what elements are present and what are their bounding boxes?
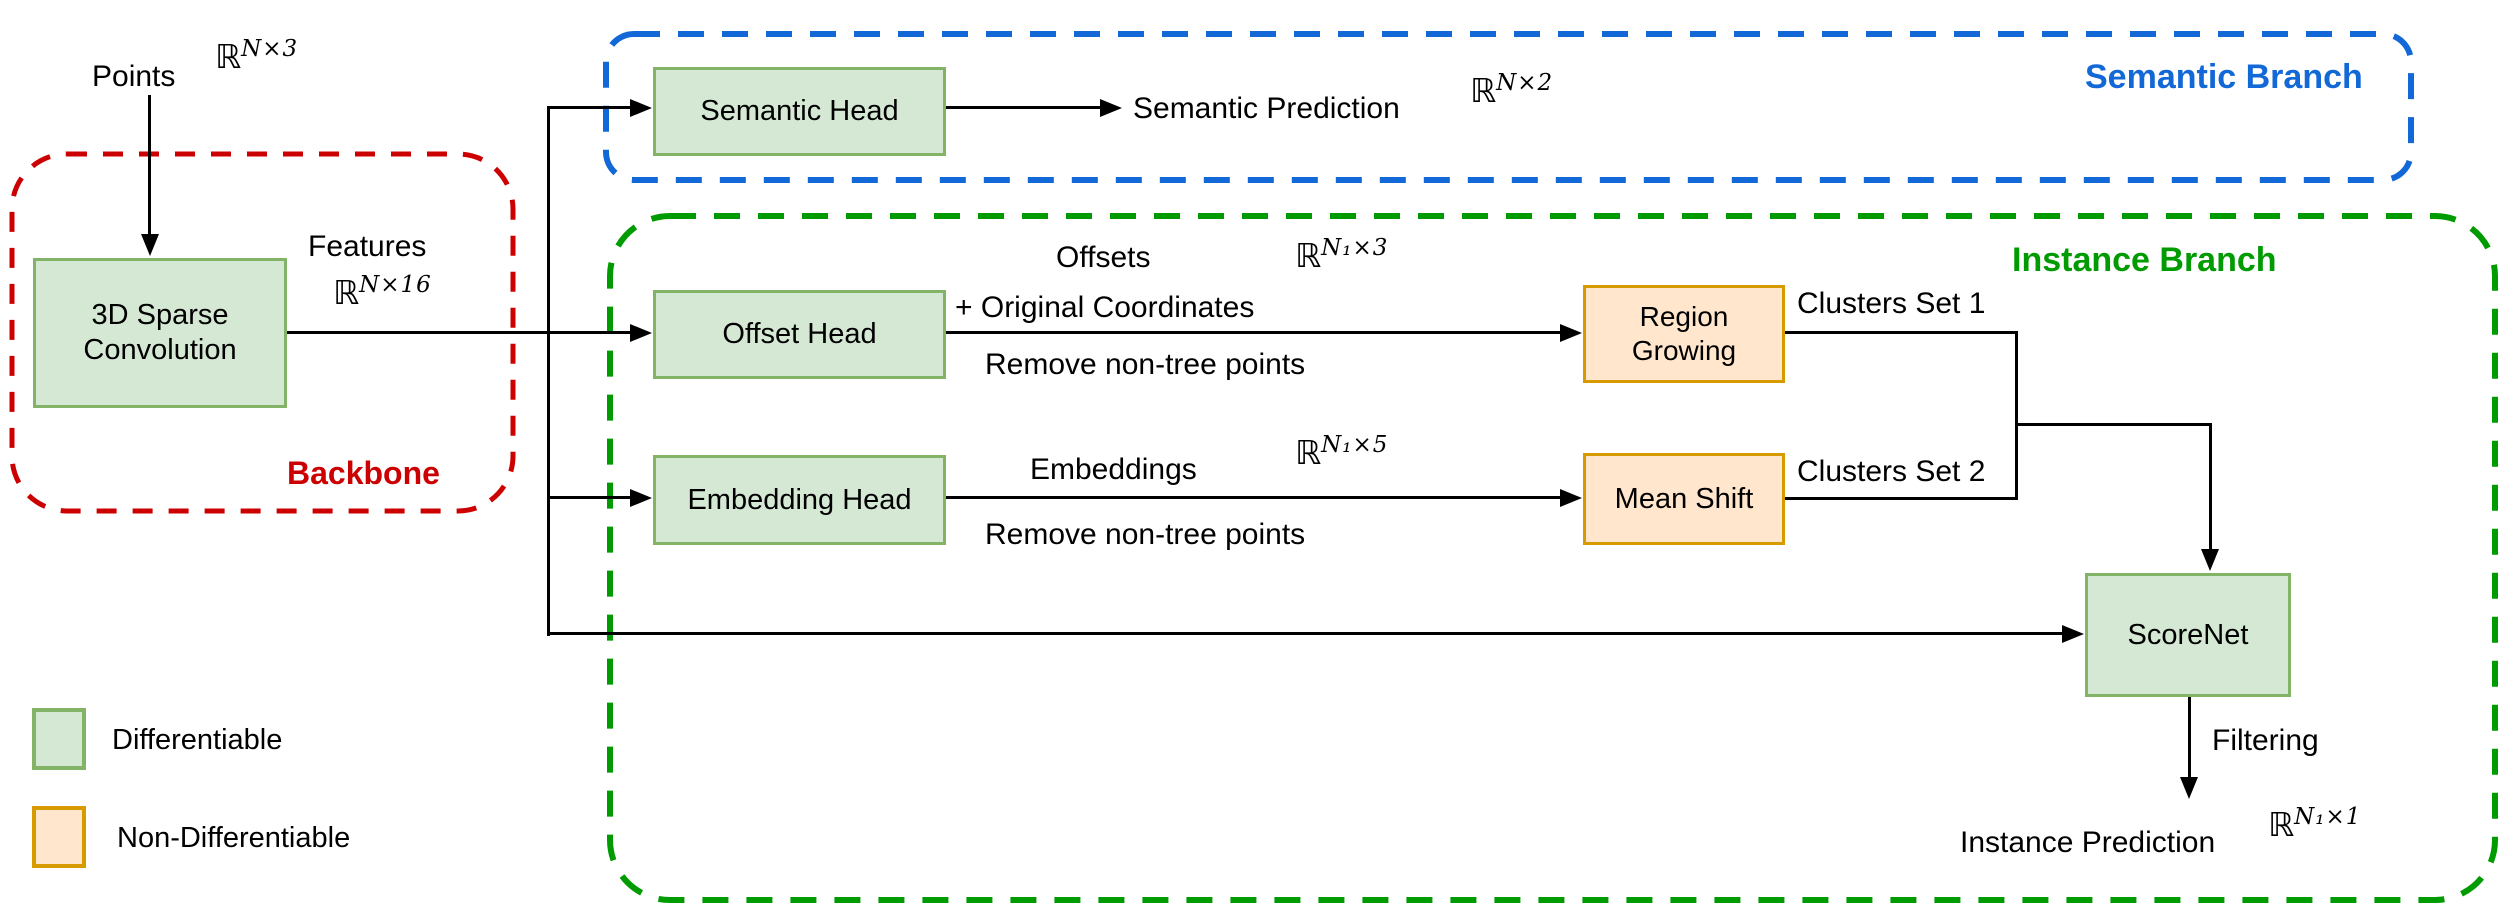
backbone-region-label: Backbone bbox=[287, 455, 440, 491]
features-to-offset-line bbox=[287, 331, 632, 334]
clusters-2-line bbox=[1783, 497, 2018, 500]
clusters-set-2-label: Clusters Set 2 bbox=[1797, 455, 1986, 488]
legend-non-differentiable-label: Non-Differentiable bbox=[117, 822, 351, 854]
node-3d-sparse-convolution: 3D Sparse Convolution bbox=[33, 258, 287, 408]
trunk-to-semantic-line bbox=[549, 106, 631, 109]
clusters-junction-line bbox=[2015, 331, 2018, 500]
offsets-dim: ℝN₁×3 bbox=[1295, 235, 1389, 275]
blackboard-r: ℝ bbox=[333, 273, 360, 312]
remove-non-tree-points-label-2: Remove non-tree points bbox=[985, 518, 1306, 551]
instance-branch-region-border bbox=[607, 213, 2498, 903]
scorenet-top-line bbox=[2209, 423, 2212, 551]
embeddings-label: Embeddings bbox=[1030, 453, 1197, 486]
instance-prediction-dim: ℝN₁×1 bbox=[2268, 804, 2362, 844]
node-scorenet: ScoreNet bbox=[2085, 573, 2291, 697]
node-3d-sparse-convolution-line1: 3D Sparse bbox=[91, 299, 229, 332]
blackboard-r: ℝ bbox=[1295, 236, 1322, 275]
points-arrowhead bbox=[141, 234, 159, 256]
node-3d-sparse-convolution-line2: Convolution bbox=[83, 334, 237, 366]
points-dim: ℝN×3 bbox=[215, 36, 299, 76]
legend-differentiable-swatch bbox=[32, 708, 86, 770]
filtering-arrowhead bbox=[2180, 777, 2198, 799]
junction-to-scorenet-line bbox=[2015, 423, 2211, 426]
embedding-to-mean-shift-line bbox=[946, 496, 1562, 499]
clusters-set-1-label: Clusters Set 1 bbox=[1797, 287, 1986, 320]
points-arrow-line bbox=[148, 95, 151, 236]
semantic-branch-region-label: Semantic Branch bbox=[2085, 58, 2363, 96]
clusters-1-line bbox=[1783, 331, 2018, 334]
features-dim: ℝN×16 bbox=[333, 272, 432, 312]
offset-to-region-growing-line bbox=[946, 331, 1562, 334]
features-label: Features bbox=[308, 230, 427, 263]
semantic-head-arrowhead bbox=[630, 99, 652, 117]
scorenet-feed-arrowhead bbox=[2062, 625, 2084, 643]
offsets-label: Offsets bbox=[1056, 241, 1151, 274]
blackboard-r: ℝ bbox=[1295, 433, 1322, 472]
remove-non-tree-points-label-1: Remove non-tree points bbox=[985, 348, 1306, 381]
filtering-line bbox=[2188, 697, 2191, 779]
filtering-label: Filtering bbox=[2212, 724, 2319, 757]
points-label: Points bbox=[92, 60, 176, 93]
legend-differentiable-label: Differentiable bbox=[112, 724, 283, 756]
instance-prediction-label: Instance Prediction bbox=[1960, 826, 2216, 859]
node-mean-shift: Mean Shift bbox=[1583, 453, 1785, 545]
semantic-prediction-line bbox=[946, 106, 1102, 109]
plus-original-coordinates-label: + Original Coordinates bbox=[955, 291, 1255, 324]
trunk-line bbox=[547, 106, 550, 636]
mean-shift-arrowhead bbox=[1560, 489, 1582, 507]
backbone-region-border bbox=[9, 151, 516, 514]
instance-branch-region-label: Instance Branch bbox=[2012, 241, 2277, 279]
offset-head-arrowhead bbox=[630, 324, 652, 342]
semantic-prediction-dim: ℝN×2 bbox=[1470, 70, 1554, 110]
node-region-growing: Region Growing bbox=[1583, 285, 1785, 383]
blackboard-r: ℝ bbox=[2268, 805, 2295, 844]
node-semantic-head: Semantic Head bbox=[653, 67, 946, 156]
node-offset-head: Offset Head bbox=[653, 290, 946, 379]
embedding-head-arrowhead bbox=[630, 489, 652, 507]
blackboard-r: ℝ bbox=[215, 37, 242, 76]
node-embedding-head: Embedding Head bbox=[653, 455, 946, 545]
trunk-to-embedding-line bbox=[549, 496, 631, 499]
semantic-prediction-arrowhead bbox=[1100, 99, 1122, 117]
legend-non-differentiable-swatch bbox=[32, 806, 86, 868]
embeddings-dim: ℝN₁×5 bbox=[1295, 432, 1389, 472]
region-growing-arrowhead bbox=[1560, 324, 1582, 342]
semantic-prediction-label: Semantic Prediction bbox=[1133, 92, 1400, 125]
trunk-to-scorenet-line bbox=[547, 632, 2063, 635]
scorenet-top-arrowhead bbox=[2201, 549, 2219, 571]
blackboard-r: ℝ bbox=[1470, 71, 1497, 110]
